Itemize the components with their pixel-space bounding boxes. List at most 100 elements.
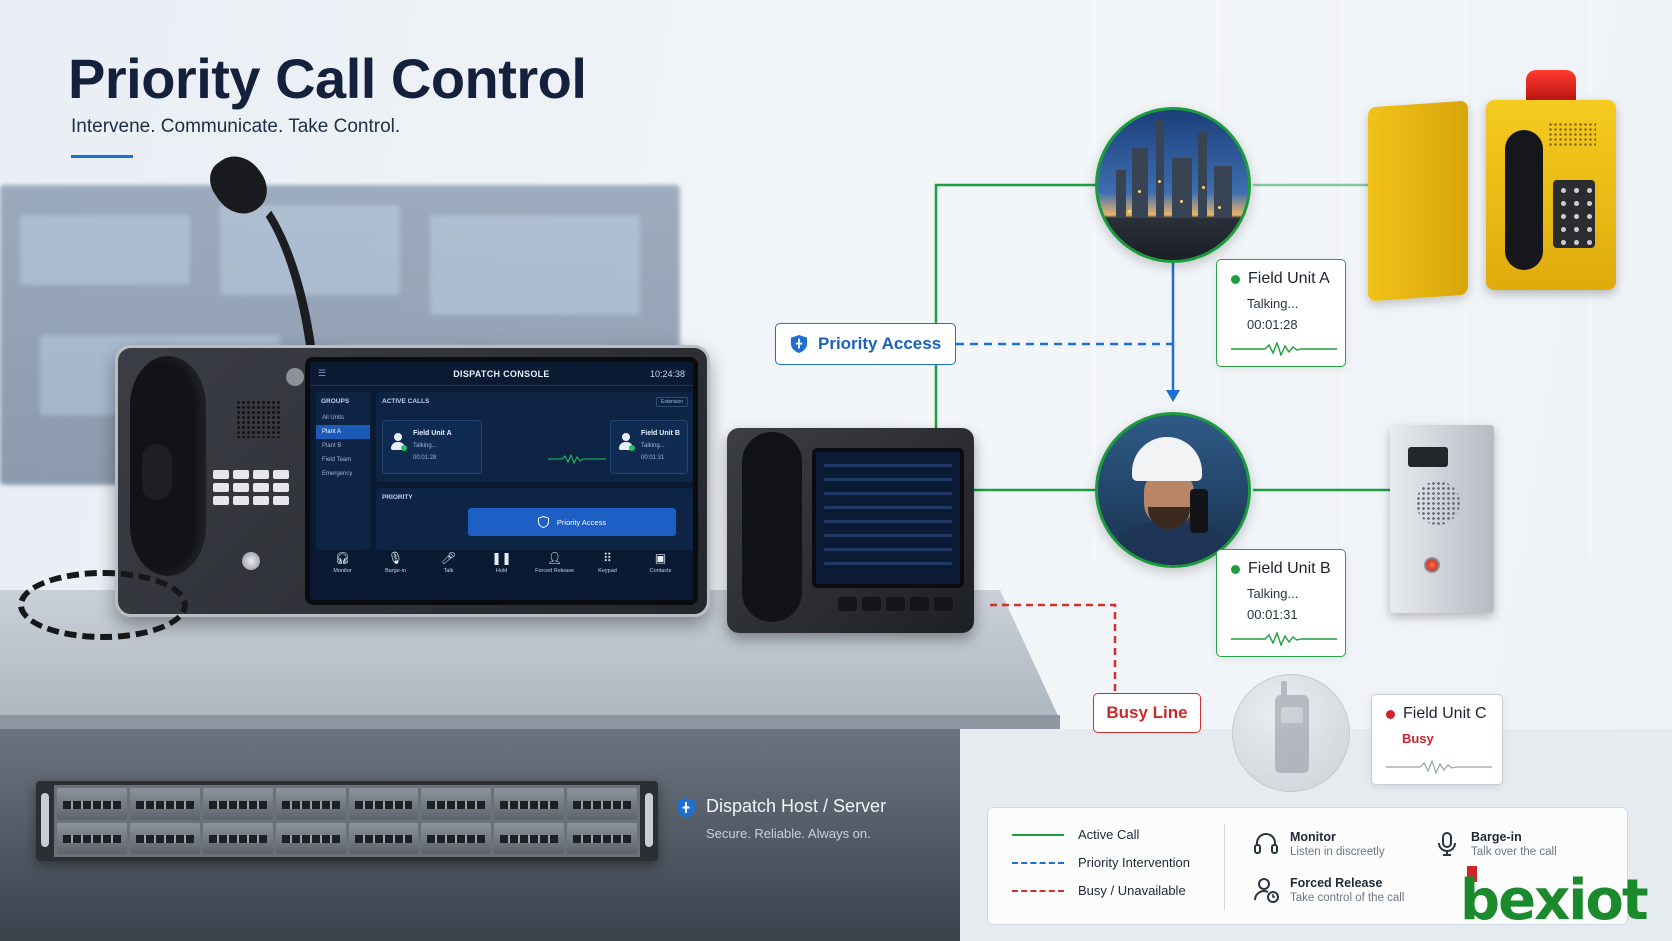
toolbar-keypad-button[interactable]: ⠿Keypad — [585, 552, 631, 594]
unit-status: Busy — [1402, 731, 1434, 746]
legend-active-call: Active Call — [1012, 827, 1139, 842]
waveform-icon — [1386, 760, 1492, 774]
microphone-icon — [1438, 832, 1456, 856]
busy-line-badge[interactable]: Busy Line — [1093, 693, 1201, 733]
legend-label: Priority Intervention — [1078, 855, 1190, 870]
unit-status: Talking... — [1247, 296, 1299, 311]
call-timer: 00:01:28 — [413, 455, 437, 461]
toolbar-forced-release-button[interactable]: 👤︎Forced Release — [532, 552, 578, 594]
dispatch-console-screen: ☰ DISPATCH CONSOLE 10:24:38 GROUPS All U… — [305, 357, 698, 605]
toolbar-contacts-button[interactable]: ▣ Contacts — [638, 552, 684, 594]
speaker-grille — [1548, 122, 1596, 148]
shield-icon — [677, 798, 695, 818]
desk-edge — [0, 715, 1060, 729]
online-status-dot — [401, 445, 407, 451]
call-status: Talking... — [413, 443, 437, 449]
waveform-icon — [1231, 632, 1337, 646]
headset-icon: 🎧︎ — [334, 551, 351, 565]
legend-function-title: Barge-in — [1471, 830, 1522, 844]
legend-solid-line — [1012, 833, 1064, 836]
unit-name: Field Unit A — [1248, 270, 1330, 287]
camera-icon — [1408, 447, 1448, 467]
groups-panel: GROUPS All Units Plant A Plant B Field T… — [316, 392, 370, 550]
screen-title: DISPATCH CONSOLE — [453, 369, 550, 379]
desk-phone-handset[interactable] — [742, 432, 802, 622]
toolbar-hold-button[interactable]: ❚❚Hold — [479, 552, 525, 594]
toolbar-barge-in-button[interactable]: 🎙︎ Barge-in — [373, 552, 419, 594]
screen-header: ☰ DISPATCH CONSOLE 10:24:38 — [310, 362, 693, 386]
busy-status-dot — [1386, 709, 1395, 719]
legend-function-title: Forced Release — [1290, 876, 1383, 890]
priority-access-badge[interactable]: Priority Access — [775, 323, 956, 365]
active-calls-panel: ACTIVE CALLS Extension Field Unit A Talk… — [376, 392, 693, 482]
legend-label: Active Call — [1078, 827, 1140, 842]
legend-function-desc: Listen in discreetly — [1290, 846, 1385, 858]
toolbar-label: Keypad — [598, 568, 617, 574]
active-status-dot — [1231, 564, 1240, 574]
status-card-field-unit-b[interactable]: Field Unit B Talking... 00:01:31 — [1216, 549, 1346, 657]
status-card-field-unit-a[interactable]: Field Unit A Talking... 00:01:28 — [1216, 259, 1346, 367]
weatherproof-phone-handset — [1505, 130, 1543, 270]
walkie-talkie-icon — [1275, 681, 1309, 773]
title-underline — [71, 155, 133, 158]
screen-clock: 10:24:38 — [649, 369, 685, 379]
group-item-plant-b[interactable]: Plant B — [322, 443, 342, 449]
status-card-field-unit-c[interactable]: Field Unit C Busy — [1371, 694, 1503, 785]
active-calls-heading: ACTIVE CALLS — [382, 398, 430, 405]
user-avatar-icon — [391, 433, 405, 451]
rack-handle-right — [645, 793, 653, 847]
group-item-emergency[interactable]: Emergency — [322, 471, 353, 477]
group-item-field-team[interactable]: Field Team — [322, 457, 352, 463]
microphone-icon: 🎤︎ — [440, 551, 457, 565]
legend-divider — [1224, 824, 1225, 910]
priority-panel: PRIORITY Priority Access — [376, 488, 693, 550]
brand-logo-accent — [1467, 866, 1477, 882]
page-title: Priority Call Control — [68, 47, 587, 110]
menu-icon[interactable]: ☰ — [318, 368, 327, 378]
group-item-all-units[interactable]: All Units — [322, 415, 345, 421]
user-icon: 👤︎ — [546, 551, 563, 565]
waveform-icon — [548, 454, 606, 464]
unit-timer: 00:01:28 — [1247, 317, 1298, 332]
group-item-plant-a[interactable]: Plant A — [316, 425, 370, 439]
host-subtitle: Secure. Reliable. Always on. — [706, 826, 871, 841]
microphone-icon: 🎙︎ — [387, 551, 404, 565]
brand-logo: bexiot — [1460, 868, 1649, 933]
walkie-talkie-icon — [1190, 489, 1208, 533]
active-status-dot — [1231, 274, 1240, 284]
legend-dashed-line — [1012, 861, 1064, 864]
host-title: Dispatch Host / Server — [706, 796, 887, 816]
toolbar-monitor-button[interactable]: 🎧︎ Monitor — [320, 552, 366, 594]
page-subtitle: Intervene. Communicate. Take Control. — [71, 116, 401, 137]
extension-button[interactable]: Extension — [656, 397, 688, 407]
console-keypad[interactable] — [213, 470, 291, 505]
field-worker-photo-circle — [1095, 412, 1251, 568]
desk-phone-softkeys[interactable] — [838, 597, 953, 611]
console-speaker-grille — [236, 400, 282, 438]
shield-icon — [790, 335, 808, 353]
user-release-icon — [1254, 878, 1279, 903]
call-name: Field Unit B — [641, 430, 680, 437]
toolbar-label: Contacts — [649, 568, 672, 574]
toolbar-talk-button[interactable]: 🎤︎Talk — [426, 552, 472, 594]
unit-name: Field Unit C — [1403, 705, 1487, 722]
legend-priority-intervention: Priority Intervention — [1012, 855, 1190, 870]
background-monitor-wall — [0, 185, 680, 485]
call-card-field-unit-a[interactable]: Field Unit A Talking... 00:01:28 — [382, 420, 482, 474]
contacts-icon: ▣ — [654, 551, 667, 565]
legend-busy-unavailable: Busy / Unavailable — [1012, 883, 1186, 898]
priority-access-button[interactable]: Priority Access — [468, 508, 676, 536]
toolbar-label: Monitor — [333, 568, 352, 574]
waveform-icon — [1231, 342, 1337, 356]
console-handset[interactable] — [130, 356, 206, 576]
toolbar-label: Barge-in — [385, 568, 406, 574]
weatherproof-phone-door — [1368, 100, 1468, 302]
desk-phone-screen — [812, 448, 964, 588]
priority-access-text: Priority Access — [818, 334, 942, 353]
legend-function-title: Monitor — [1290, 830, 1336, 844]
call-card-field-unit-b[interactable]: Field Unit B Talking... 00:01:31 — [610, 420, 688, 474]
console-volume-knob[interactable] — [242, 552, 260, 570]
user-avatar-icon — [619, 433, 633, 451]
